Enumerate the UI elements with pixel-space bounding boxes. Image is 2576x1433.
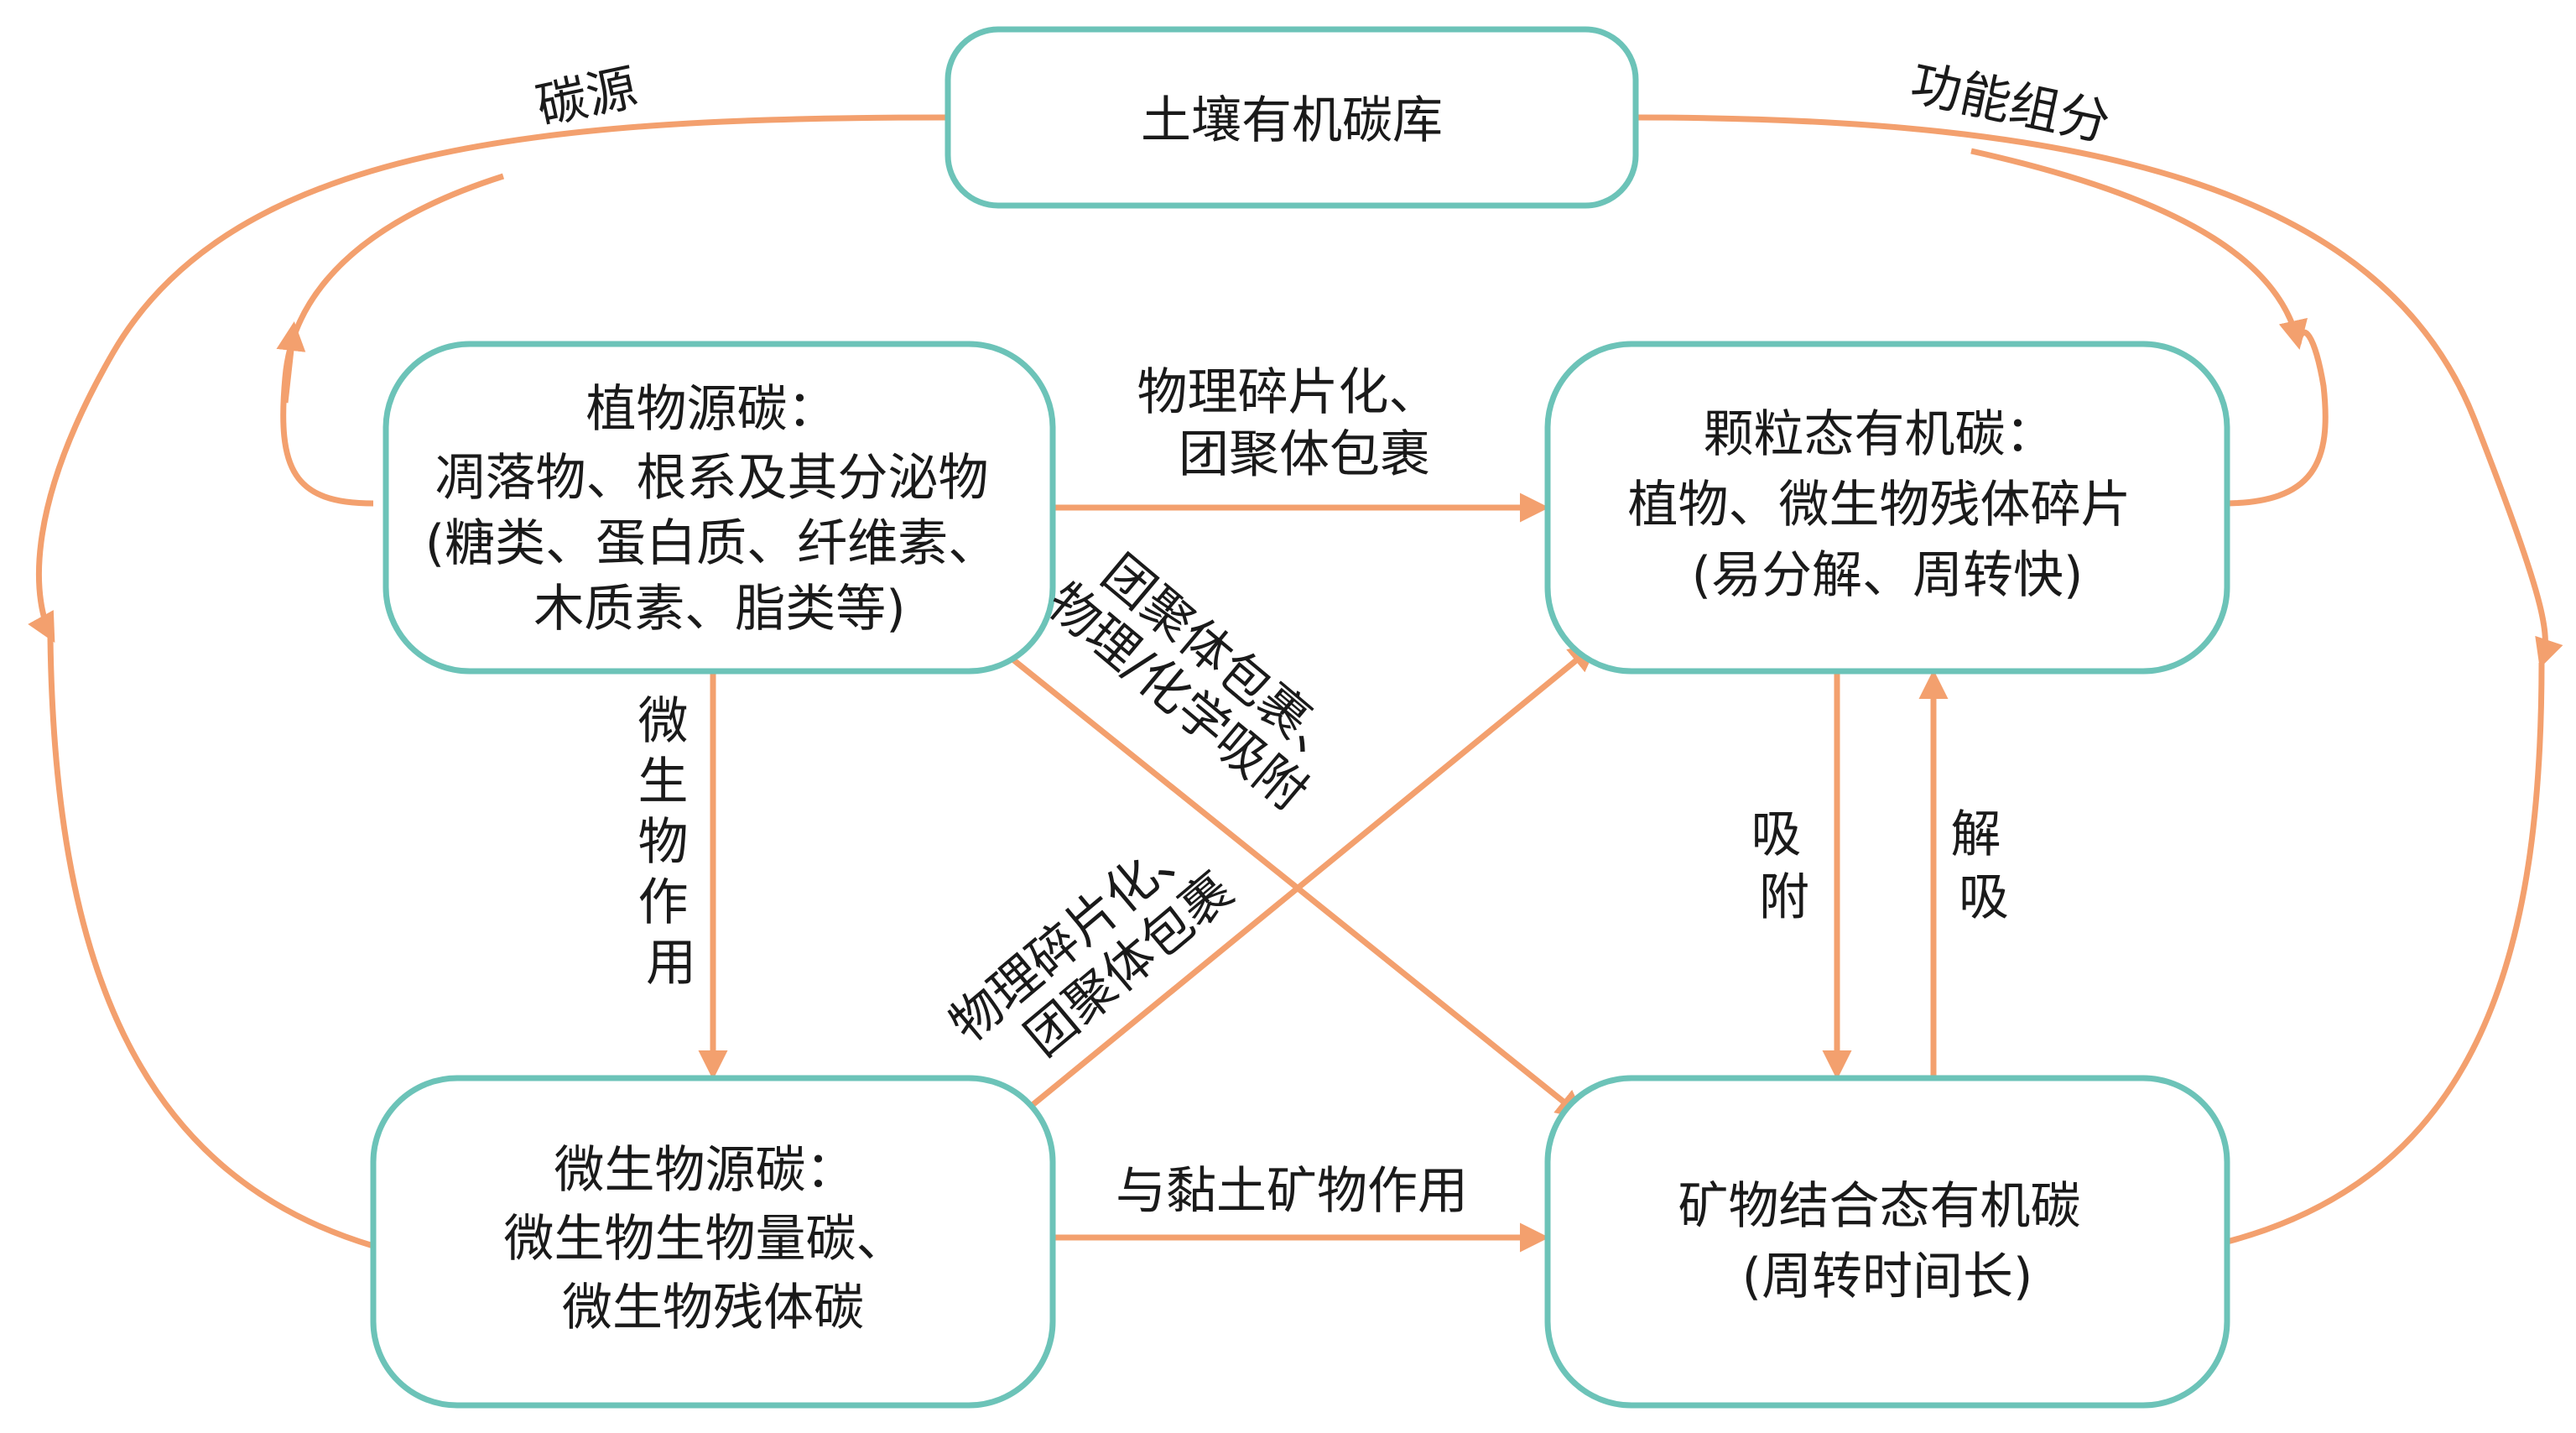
label-adsorption: 吸 附: [1751, 805, 1817, 927]
arrow-right-outer-to-maom: [2226, 662, 2545, 1245]
maom-title: 矿物结合态有机碳: [1678, 1177, 2080, 1236]
maom-line-2: (周转时间长): [1742, 1248, 2033, 1306]
svg-text:土壤有机碳库: 土壤有机碳库: [1141, 91, 1443, 150]
label-plant-to-maom: 团聚体包裹、 物理/化学吸附: [1036, 529, 1372, 836]
node-microbial-carbon: 微生物源碳： 微生物生物量碳、 微生物残体碳: [370, 1075, 1056, 1409]
svg-text:植物源碳： 凋落物、根系及其分泌物: 植物源碳： 凋落物、根系及其分泌物 (糖类、蛋白质、纤维素、 木质素、脂类等): [425, 380, 1015, 638]
plant-carbon-line-3: (糖类、蛋白质、纤维素、: [425, 514, 998, 573]
pom-line-3: (易分解、周转快): [1692, 546, 2084, 605]
label-microbial-action: 微 生 物 作 用: [637, 692, 704, 993]
arrow-microbial-to-outer-left: [47, 637, 375, 1249]
microbial-carbon-line-2: 微生物生物量碳、: [503, 1210, 906, 1269]
plant-carbon-title: 植物源碳：: [585, 380, 837, 439]
node-soc-pool: 土壤有机碳库: [945, 26, 1639, 209]
node-pom: 颗粒态有机碳： 植物、微生物残体碎片 (易分解、周转快): [1544, 341, 2230, 675]
arrow-pom-inner-loop: [2222, 329, 2329, 507]
soc-pool-title: 土壤有机碳库: [1141, 91, 1443, 150]
label-plant-to-pom: 物理碎片化、 团聚体包裹: [1137, 363, 1455, 484]
arrow-plant-to-maom: [1004, 652, 1586, 1120]
microbial-carbon-title: 微生物源碳：: [554, 1141, 856, 1200]
node-maom: 矿物结合态有机碳 (周转时间长): [1544, 1075, 2230, 1409]
label-clay-mineral: 与黏土矿物作用: [1116, 1162, 1468, 1221]
label-microbe-to-pom: 物理碎片化、 团聚体包裹: [939, 805, 1258, 1099]
plant-carbon-line-4: 木质素、脂类等): [533, 580, 905, 638]
svg-text:微生物源碳： 微生物生物量碳、 微生: 微生物源碳： 微生物生物量碳、 微生物残体碳: [503, 1141, 922, 1337]
arrow-soc-to-pom-inner: [1970, 148, 2308, 350]
arrow-microbial-to-pom: [1017, 642, 1599, 1118]
arrow-soc-to-right-outer: [1635, 114, 2563, 669]
microbial-carbon-line-3: 微生物残体碳: [562, 1279, 864, 1337]
label-carbon-source: 碳源: [532, 58, 643, 136]
svg-text:矿物结合态有机碳 (周转时间长): 矿物结合态有机碳 (周转时间长): [1678, 1177, 2096, 1306]
svg-text:颗粒态有机碳： 植物、微生物残体碎片: 颗粒态有机碳： 植物、微生物残体碎片 (易分解、周转快): [1627, 405, 2147, 605]
arrows: [28, 114, 2563, 1253]
arrow-soc-to-left-outer: [28, 114, 947, 644]
arrow-plant-inner-loop-up: [276, 321, 306, 404]
label-desorption: 解 吸: [1950, 805, 2017, 927]
node-plant-carbon: 植物源碳： 凋落物、根系及其分泌物 (糖类、蛋白质、纤维素、 木质素、脂类等): [382, 341, 1056, 675]
pom-title: 颗粒态有机碳：: [1703, 405, 2055, 464]
pom-line-2: 植物、微生物残体碎片: [1627, 476, 2131, 534]
plant-carbon-line-2: 凋落物、根系及其分泌物: [435, 449, 988, 508]
